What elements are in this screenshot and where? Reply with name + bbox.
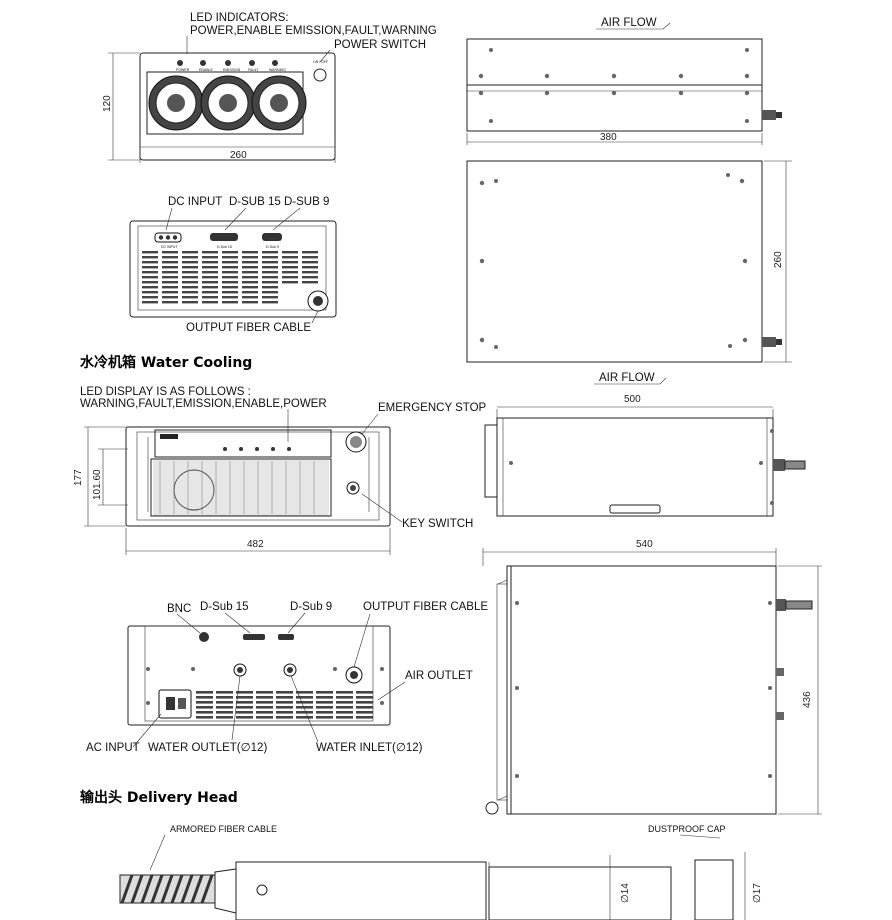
depth-500-dim: 500	[624, 394, 641, 405]
fan-icon	[251, 75, 307, 131]
emergency-stop-label: EMERGENCY STOP	[378, 402, 487, 414]
led-indicators-list: POWER,ENABLE EMISSION,FAULT,WARNING	[190, 25, 437, 37]
water-top-view: 540 436	[482, 539, 822, 815]
air-flow-label: AIR FLOW	[601, 17, 657, 29]
led-display-list: WARNING,FAULT,EMISSION,ENABLE,POWER	[80, 398, 327, 410]
water-front-view: LED DISPLAY IS AS FOLLOWS : WARNING,FAUL…	[73, 386, 487, 555]
height-436-dim: 436	[802, 691, 813, 708]
led-display-label: LED DISPLAY IS AS FOLLOWS :	[80, 386, 251, 398]
depth-260-dim: 260	[773, 251, 784, 268]
dsub9-label: D-SUB 9	[284, 196, 329, 208]
dia-14-dim: ∅14	[620, 883, 631, 903]
fan-icon	[148, 75, 204, 131]
air-top-chassis	[466, 160, 763, 363]
ac-input-label: AC INPUT	[86, 742, 140, 754]
fiber-gland-icon	[762, 337, 776, 347]
bnc-connector-icon	[199, 632, 209, 642]
rear-output-fiber-label: OUTPUT FIBER CABLE	[363, 601, 488, 613]
air-outlet-label: AIR OUTLET	[405, 670, 473, 682]
key-switch-label: KEY SWITCH	[402, 518, 473, 530]
dsub15-label: D-SUB 15	[229, 196, 281, 208]
led-name: ENABLE	[199, 68, 213, 72]
switch-label: ON / OFF	[313, 60, 328, 64]
height-101-dim: 101.60	[92, 469, 103, 500]
brand-logo	[160, 434, 178, 439]
armored-cable	[119, 874, 216, 904]
air-side-view: AIR FLOW 380	[466, 17, 782, 145]
dsub9-small-label: D-Sub 9	[266, 245, 279, 249]
dia-17-dim: ∅17	[752, 883, 763, 903]
front-grille	[150, 458, 332, 517]
water-side-chassis	[496, 417, 774, 517]
water-inlet-label: WATER INLET(∅12)	[316, 742, 423, 754]
width-260-dim: 260	[230, 150, 247, 161]
set-screw-icon	[256, 884, 268, 896]
water-rear-view: BNC D-Sub 15 D-Sub 9 OUTPUT FIBER CABLE …	[86, 601, 488, 754]
bnc-label: BNC	[167, 603, 191, 615]
dc-input-small-label: DC INPUT	[161, 245, 178, 249]
air-rear-view: DC INPUT D-SUB 15 D-SUB 9 DC INPUT D-Sub…	[129, 196, 337, 334]
air-rear-chassis	[129, 220, 337, 318]
dc-input-label: DC INPUT	[168, 196, 222, 208]
power-switch-icon	[313, 68, 327, 82]
dustproof-cap	[694, 859, 734, 920]
water-side-view: AIR FLOW 500	[484, 372, 806, 517]
rear-dsub9-label: D-Sub 9	[290, 601, 332, 613]
delivery-head-view: ARMORED FIBER CABLE DUSTPROOF CAP ∅14 ∅1…	[119, 824, 763, 920]
depth-540-dim: 540	[636, 539, 653, 550]
rear-dsub15-connector	[243, 634, 265, 640]
rear-grille	[196, 691, 373, 719]
dustproof-cap-label: DUSTPROOF CAP	[648, 824, 726, 834]
fan-icon	[200, 75, 256, 131]
head-nozzle	[488, 866, 672, 920]
rear-dsub9-connector	[278, 634, 294, 640]
led-name: FAULT	[248, 68, 259, 72]
dsub15-small-label: D-Sub 15	[217, 245, 232, 249]
water-outlet-label: WATER OUTLET(∅12)	[148, 742, 267, 754]
height-177-dim: 177	[73, 469, 84, 486]
front-handle	[484, 424, 497, 498]
side-handle	[609, 504, 661, 514]
output-fiber-label: OUTPUT FIBER CABLE	[186, 322, 311, 334]
air-front-chassis	[139, 52, 336, 161]
delivery-head-title: 输出头 Delivery Head	[80, 789, 238, 806]
led-name: WARNING	[269, 68, 286, 72]
dsub9-connector	[262, 233, 282, 241]
power-switch-label: POWER SWITCH	[334, 39, 426, 51]
armored-cable-label: ARMORED FIBER CABLE	[170, 824, 277, 834]
air-front-view: LED INDICATORS: POWER,ENABLE EMISSION,FA…	[102, 12, 437, 163]
water-air-flow-label: AIR FLOW	[599, 372, 655, 384]
width-482-dim: 482	[247, 539, 264, 550]
water-front-chassis	[125, 426, 391, 527]
head-body	[235, 861, 487, 920]
air-top-view: 260	[466, 160, 792, 363]
led-name: POWER	[176, 68, 190, 72]
rear-dsub15-label: D-Sub 15	[200, 601, 249, 613]
led-name: EMISSION	[223, 68, 241, 72]
led-display-panel	[154, 429, 332, 458]
led-indicators-label: LED INDICATORS:	[190, 12, 289, 24]
vent-grid	[142, 251, 318, 304]
led-indicator-row: POWER ENABLE EMISSION FAULT WARNING	[176, 60, 286, 72]
length-380-dim: 380	[600, 132, 617, 143]
dsub15-connector	[210, 233, 238, 241]
water-cooling-title: 水冷机箱 Water Cooling	[80, 354, 252, 371]
water-top-chassis	[506, 565, 777, 815]
fiber-gland-icon	[762, 110, 776, 120]
water-fitting-icon	[773, 459, 785, 471]
water-fitting-icon	[776, 599, 786, 611]
height-120-dim: 120	[102, 95, 113, 112]
